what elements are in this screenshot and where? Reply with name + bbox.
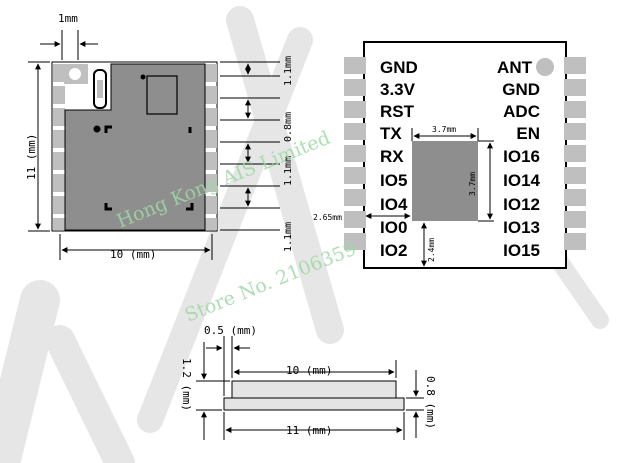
chip-dot [140,74,146,80]
pin-right-6: IO14 [503,171,540,190]
pin-right-1: ANT [497,58,533,77]
pin-left-3: RST [380,102,415,121]
pin-right-4: EN [516,124,540,143]
side-dims [196,336,424,440]
right-pitch-dims [220,61,280,231]
dim-08-label: 0.8 (mm) [424,376,437,429]
pin-left-2: 3.3V [380,80,416,99]
right-pads [205,64,217,230]
dim-05-label: 0.5 (mm) [204,324,257,337]
ant-marker [536,58,554,76]
pin-right-8: IO13 [503,218,540,237]
center-pad [412,141,478,221]
pin1-dot [93,125,101,133]
chip [146,75,178,115]
dim-right-4: 1.1mm [283,222,294,252]
pin-left-1: GND [380,58,418,77]
dim-10mm-horizontal [59,234,213,260]
pin-right-3: ADC [503,102,540,121]
right-pin-labels: ANT GND ADC EN IO16 IO14 IO12 IO13 IO15 [497,58,540,260]
dim-11mm-vertical [28,61,50,232]
dim-10-side-label: 10 (mm) [286,364,332,377]
shield-can [64,63,206,231]
pinout-left-pads [344,57,366,250]
dim-pad-side: 3.7mm [468,172,477,196]
pin-left-7: IO4 [380,195,408,214]
dim-pad-left: 2.65mm [313,213,342,222]
pin-left-6: IO5 [380,171,407,190]
pinout-right-pads [564,57,586,250]
dim-1mm [40,30,98,60]
pcb-profile [223,397,405,411]
shield-profile [231,380,397,399]
pin-left-4: TX [380,124,402,143]
dim-11mm-label: 11 (mm) [25,134,38,180]
dim-11-side-label: 11 (mm) [286,424,332,437]
pin-right-9: IO15 [503,241,540,260]
pin-right-2: GND [502,80,540,99]
dim-12-label: 1.2 (mm) [180,358,193,411]
dim-right-3: 1.1mm [283,156,294,186]
dim-right-2: 0.8mm [283,112,294,142]
corner-marks [104,125,194,211]
pin-left-9: IO2 [380,241,407,260]
pin-left-8: IO0 [380,218,407,237]
antenna-hole [69,68,81,80]
pin-right-5: IO16 [503,147,540,166]
side-view: 0.5 (mm) 1.2 (mm) 10 (mm) 0.8 (mm) 11 (m… [180,324,437,440]
left-pads [53,64,65,230]
top-view: 1mm 11 (mm) 10 (mm) [25,12,294,261]
center-pad-dims [365,128,494,267]
dim-right-1: 1.1mm [283,56,294,86]
pin-right-7: IO12 [503,195,540,214]
dim-1mm-label: 1mm [58,12,78,25]
dim-pad-bottom: 2.4mm [427,238,436,262]
pin-left-5: RX [380,147,404,166]
dim-pad-top: 3.7mm [432,125,456,134]
left-pin-labels: GND 3.3V RST TX RX IO5 IO4 IO0 IO2 [380,58,418,260]
dim-10mm-label: 10 (mm) [110,248,156,261]
pinout-view: GND 3.3V RST TX RX IO5 IO4 IO0 IO2 ANT G… [313,41,586,269]
